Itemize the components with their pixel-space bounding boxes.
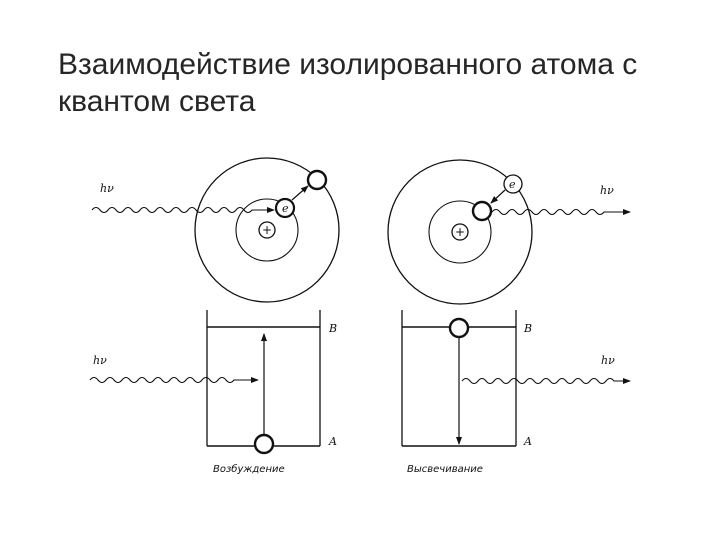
- photon-label-left-top: hν: [100, 182, 114, 195]
- orbit-inner-right: [428, 200, 492, 264]
- photon-label-left-bottom: hν: [93, 354, 107, 367]
- title-line-1: Взаимодействие изолированного атома с: [58, 48, 638, 81]
- nucleus-symbol-right: +: [455, 225, 465, 239]
- orbit-inner-left: [235, 198, 299, 262]
- slide-title: Взаимодействие изолированного атома с кв…: [58, 46, 678, 120]
- level-b-label-left: B: [328, 322, 337, 335]
- electron-relaxed-right: [471, 200, 493, 222]
- nucleus-symbol-left: +: [262, 223, 272, 237]
- atom-left: + e hν: [91, 157, 340, 303]
- caption-excitation: Возбуждение: [213, 463, 285, 475]
- caption-emission: Высвечивание: [407, 464, 483, 475]
- orbit-outer-left: [194, 157, 340, 303]
- electron-label-right: e: [509, 178, 516, 191]
- photon-label-right-top: hν: [600, 184, 614, 197]
- level-b-label-right: B: [523, 322, 532, 335]
- atom-right: + e hν: [387, 159, 631, 305]
- title-line-2: квантом света: [58, 85, 256, 118]
- transition-arrow-left: [291, 185, 309, 201]
- transition-arrow-right: [490, 189, 506, 204]
- nucleus-left: [258, 221, 276, 239]
- electron-label-left: e: [282, 202, 289, 215]
- orbit-outer-right: [387, 159, 533, 305]
- levels-left: B A hν Возбуждение: [89, 310, 337, 475]
- electron-left: [274, 197, 296, 219]
- photon-wave-right-top: [491, 208, 631, 216]
- electron-upper-right: [448, 317, 470, 339]
- electron-right: [503, 174, 523, 194]
- electron-excited-left: [306, 169, 328, 191]
- nucleus-right: [451, 223, 469, 241]
- electron-ground-left: [253, 433, 275, 455]
- photon-wave-right-bottom: [461, 377, 631, 385]
- photon-label-right-bottom: hν: [601, 354, 615, 367]
- photon-wave-left-top: [91, 206, 275, 214]
- photon-wave-left-bottom: [89, 376, 259, 384]
- level-a-label-left: A: [328, 435, 337, 448]
- levels-right: B A hν Высвечивание: [401, 310, 631, 475]
- level-a-label-right: A: [523, 435, 532, 448]
